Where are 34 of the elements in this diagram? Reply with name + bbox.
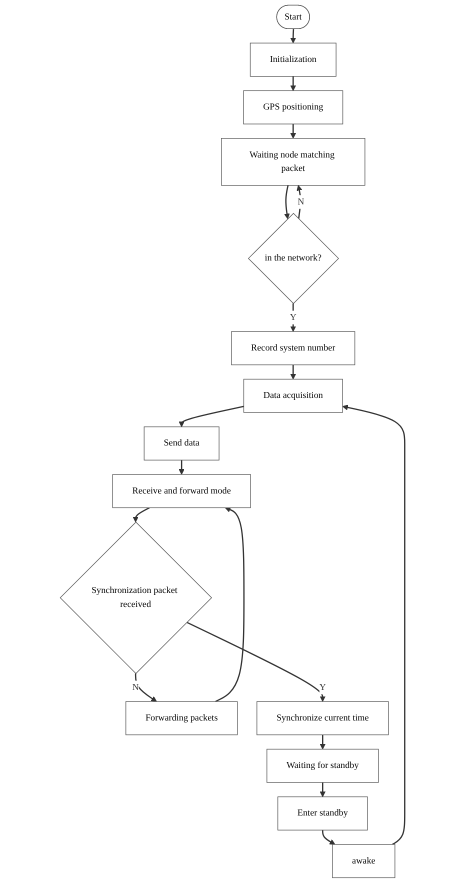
- node-box: Enter standby: [277, 796, 368, 830]
- arrow: [290, 29, 296, 44]
- node-box: Initialization: [249, 42, 336, 77]
- arrow: [134, 673, 156, 702]
- node-box: Record system number: [230, 331, 355, 366]
- arrow: [132, 507, 150, 522]
- edge-label: Y: [289, 312, 296, 322]
- node-box: Forwarding packets: [125, 701, 238, 736]
- arrow: [290, 124, 296, 139]
- node-box: Data acquisition: [242, 378, 342, 413]
- arrow: [290, 76, 296, 91]
- arrow: [290, 364, 296, 380]
- node-box: Waiting node matching packet: [220, 138, 365, 186]
- edge-label: Y: [318, 682, 326, 692]
- node-box: GPS positioning: [242, 90, 343, 124]
- edge-label: N: [297, 197, 304, 207]
- arrow: [319, 734, 326, 750]
- node-box: awake: [332, 844, 395, 878]
- arrow: [284, 185, 290, 220]
- arrow: [214, 506, 244, 702]
- node-box: Receive and forward mode: [112, 474, 250, 508]
- arrow: [178, 406, 244, 428]
- arrow: [322, 830, 335, 845]
- node-diamond: in the network?: [248, 212, 339, 304]
- node-diamond: Synchronization packet received: [59, 522, 212, 674]
- arrow: [178, 460, 184, 475]
- node-box: Send data: [143, 426, 219, 460]
- node-box: Waiting for standby: [266, 748, 378, 783]
- arrow: [296, 185, 302, 219]
- edge-label: N: [132, 682, 138, 692]
- arrow: [342, 404, 405, 846]
- arrow: [319, 782, 326, 798]
- node-box: Synchronize current time: [256, 701, 388, 736]
- arrow: [186, 622, 326, 702]
